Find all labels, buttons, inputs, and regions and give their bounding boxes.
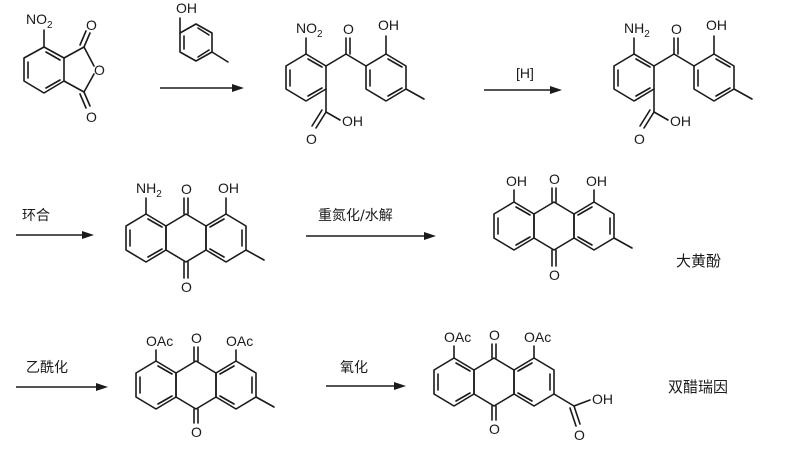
compound-3-nitrophthalic-anhydride: NO2 O O O bbox=[23, 11, 105, 125]
compound-diacetyl-chrysophanol: O O OAc OAc bbox=[135, 330, 275, 440]
ring-left bbox=[433, 357, 475, 407]
nitro-label: NO2 bbox=[296, 20, 323, 40]
acid-oh: OH bbox=[670, 113, 691, 129]
reagent-step3: 环合 bbox=[22, 208, 50, 224]
phenol-oh: OH bbox=[378, 17, 399, 33]
reaction-arrow-3: 环合 bbox=[16, 208, 94, 239]
quinone-o-top: O bbox=[191, 330, 202, 346]
ring-right bbox=[205, 213, 247, 263]
compound-diacerein: O O OAc OAc O OH 双醋瑞因 bbox=[433, 327, 728, 443]
ketone-o: O bbox=[343, 21, 354, 37]
reagent-step2: [H] bbox=[516, 65, 534, 81]
benzene-ring-left bbox=[285, 53, 327, 102]
benzene-ring bbox=[23, 46, 65, 94]
ring-right bbox=[573, 201, 615, 251]
ring-middle bbox=[175, 360, 217, 410]
benzene-ring-right bbox=[693, 53, 735, 102]
compound-name-chrysophanol: 大黄酚 bbox=[676, 252, 721, 270]
acetoxy-left: OAc bbox=[146, 333, 173, 349]
compound-nitro-benzophenone: NO2 O O OH OH bbox=[285, 17, 425, 147]
reaction-arrow-2: [H] bbox=[484, 65, 562, 94]
ring-left bbox=[493, 201, 535, 251]
ring-o: O bbox=[94, 62, 105, 78]
acid-oh: OH bbox=[592, 391, 613, 407]
phenol-oh: OH bbox=[706, 17, 727, 33]
quinone-o-bottom: O bbox=[489, 421, 500, 437]
ring-middle bbox=[473, 357, 515, 407]
benzene-ring-right bbox=[365, 53, 407, 102]
acid-oh: OH bbox=[342, 113, 363, 129]
compound-m-cresol: OH bbox=[176, 0, 229, 63]
ring-middle bbox=[165, 213, 207, 263]
quinone-o-top: O bbox=[489, 327, 500, 343]
hydroxyl-left: OH bbox=[506, 173, 527, 189]
ring-left bbox=[125, 213, 167, 263]
acid-o: O bbox=[574, 427, 585, 443]
quinone-o-bottom: O bbox=[181, 279, 192, 295]
reagent-step6: 氧化 bbox=[340, 360, 368, 376]
quinone-o-bottom: O bbox=[191, 424, 202, 440]
reagent-step5: 乙酰化 bbox=[26, 360, 68, 376]
acetoxy-right: OAc bbox=[524, 329, 551, 345]
quinone-o-top: O bbox=[181, 181, 192, 197]
compound-amino-anthraquinone: O O NH2 OH bbox=[125, 180, 265, 295]
nitro-label: NO2 bbox=[26, 11, 53, 31]
acid-o: O bbox=[634, 131, 645, 147]
benzene-ring-left bbox=[613, 53, 655, 102]
carbonyl-o-bottom: O bbox=[86, 109, 97, 125]
reaction-arrow-1 bbox=[160, 84, 244, 92]
reaction-arrow-6: 氧化 bbox=[326, 360, 406, 390]
ring-right bbox=[215, 360, 257, 410]
ring-right bbox=[513, 357, 555, 407]
compound-amino-benzophenone: NH2 O O OH OH bbox=[613, 17, 753, 147]
ring-middle bbox=[533, 201, 575, 251]
compound-name-diacerein: 双醋瑞因 bbox=[668, 378, 728, 396]
quinone-o-bottom: O bbox=[549, 267, 560, 283]
amino-label: NH2 bbox=[136, 180, 162, 200]
acetoxy-left: OAc bbox=[444, 329, 471, 345]
carbonyl-o-top: O bbox=[86, 17, 97, 33]
amino-label: NH2 bbox=[624, 20, 650, 40]
quinone-o-top: O bbox=[549, 171, 560, 187]
ketone-o: O bbox=[671, 21, 682, 37]
reaction-arrow-5: 乙酰化 bbox=[16, 360, 108, 391]
reagent-step4: 重氮化/水解 bbox=[318, 208, 393, 224]
acetoxy-right: OAc bbox=[226, 333, 253, 349]
reaction-arrow-4: 重氮化/水解 bbox=[306, 208, 436, 240]
hydroxyl-label: OH bbox=[218, 180, 239, 196]
hydroxyl-right: OH bbox=[586, 173, 607, 189]
hydroxyl-label: OH bbox=[176, 0, 197, 16]
acid-o: O bbox=[306, 131, 317, 147]
compound-chrysophanol: O O OH OH 大黄酚 bbox=[493, 171, 721, 283]
ring-left bbox=[135, 360, 177, 410]
